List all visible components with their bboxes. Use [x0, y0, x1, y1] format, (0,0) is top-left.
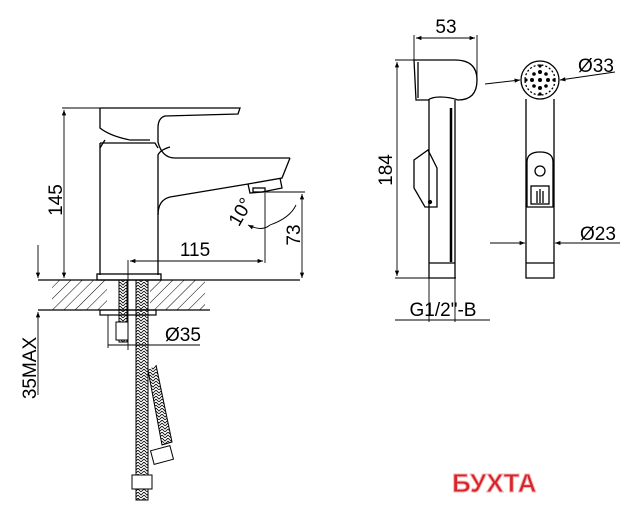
shower-front-view	[520, 60, 560, 279]
dim-thread-g12: G1/2"-B	[410, 300, 477, 321]
dim-head-diameter-33: Ø33	[578, 56, 614, 77]
dim-counter-35max: 35MAX	[20, 337, 41, 400]
counter-section	[38, 279, 300, 316]
dim-height-145: 145	[46, 184, 67, 216]
dim-reach-115: 115	[180, 240, 210, 261]
dim-spout-height-73: 73	[284, 224, 305, 245]
dim-hole-diameter-35: Ø35	[165, 325, 201, 346]
shower-front-dimensions	[484, 71, 620, 246]
dim-shower-width-53: 53	[435, 17, 456, 38]
dim-shower-length-184: 184	[376, 154, 397, 186]
dim-handle-diameter-23: Ø23	[580, 224, 616, 245]
dim-angle-10: 10°	[225, 195, 258, 230]
watermark-logo: БУХТА	[452, 468, 537, 498]
shower-side-dimensions	[394, 35, 490, 322]
shower-side-view	[413, 59, 478, 279]
mounting-hardware	[115, 279, 175, 501]
faucet-dimensions	[35, 107, 305, 395]
